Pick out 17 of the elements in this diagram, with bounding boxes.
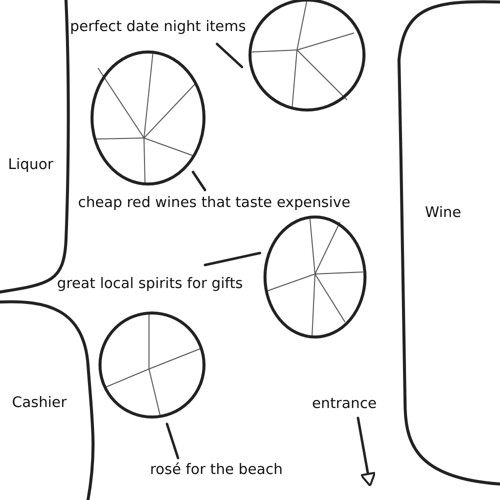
leader-line — [216, 42, 244, 68]
section-label: entrance — [312, 395, 377, 413]
leader-line — [192, 170, 206, 192]
area-label: Cashier — [12, 394, 67, 412]
leader-line — [166, 422, 180, 460]
area-label: Liquor — [8, 156, 54, 174]
area-label: Wine — [425, 204, 462, 222]
round-table — [263, 215, 367, 339]
section-label: perfect date night items — [70, 18, 246, 36]
round-table — [90, 50, 206, 186]
section-label: great local spirits for gifts — [57, 275, 243, 293]
arrow — [356, 416, 376, 487]
leader-line — [204, 252, 262, 266]
round-table — [98, 311, 206, 419]
round-table — [248, 0, 366, 112]
section-label: cheap red wines that taste expensive — [78, 194, 350, 212]
section-label: rosé for the beach — [150, 461, 283, 479]
